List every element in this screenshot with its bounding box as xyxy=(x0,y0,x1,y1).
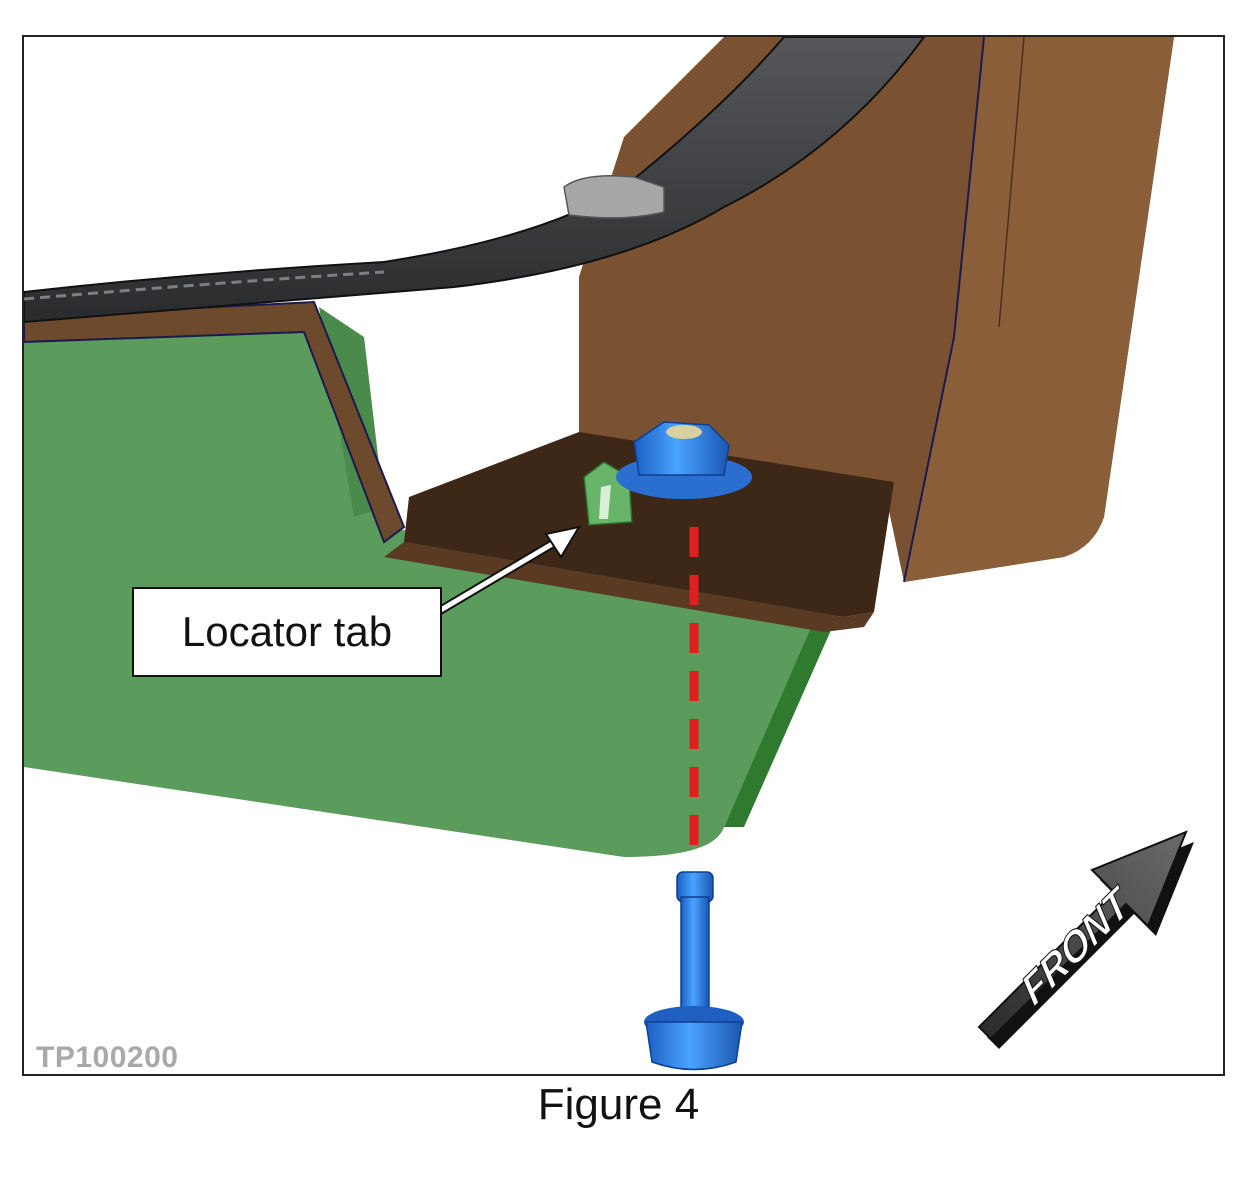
installation-diagram: FRONT xyxy=(24,37,1194,1071)
locator-tab-slot xyxy=(599,485,611,519)
front-direction-arrow: FRONT xyxy=(977,830,1194,1049)
flange-nut xyxy=(616,421,752,499)
bracket-strip xyxy=(24,300,406,544)
hose-highlight xyxy=(24,270,385,301)
bracket-shelf-lip xyxy=(384,542,874,632)
figure-caption: Figure 4 xyxy=(537,1080,700,1129)
clip xyxy=(563,175,665,219)
illustration-frame: FRONT Locator tab TP100200 xyxy=(22,35,1225,1076)
bracket-upright-edge-2 xyxy=(998,37,1025,328)
bracket-upright-edge xyxy=(903,37,985,583)
skid-plate-edge xyxy=(724,597,839,827)
bolt xyxy=(644,871,744,1071)
hose xyxy=(24,37,926,324)
locator-tab-pointer xyxy=(426,525,582,621)
bracket-upright-shadow xyxy=(904,37,1174,582)
locator-tab-callout: Locator tab xyxy=(132,587,442,677)
bracket-shelf xyxy=(404,432,894,617)
reference-code: TP100200 xyxy=(36,1041,179,1074)
front-label: FRONT xyxy=(1014,876,1139,1015)
